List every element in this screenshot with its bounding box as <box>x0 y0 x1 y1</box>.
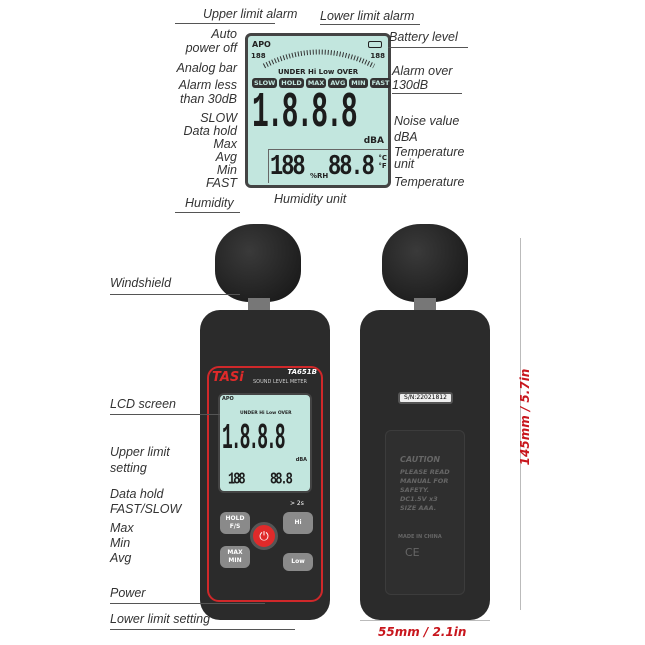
mic-neck-back <box>414 298 436 312</box>
leader-line <box>110 629 295 630</box>
mode-avg: AVG <box>328 78 348 88</box>
main-digits: 1.8.8.8 <box>252 86 358 143</box>
label-data-hold: Data hold <box>183 124 237 138</box>
brand-logo: TASi <box>212 370 244 385</box>
width-dimension: 55mm / 2.1in <box>378 625 467 639</box>
alarm-row: UNDER Hi Low OVER <box>278 68 359 76</box>
made-in: MADE IN CHINA <box>398 534 442 540</box>
power-button[interactable]: ⏻ <box>250 522 278 550</box>
power-icon: ⏻ <box>259 529 269 543</box>
label-alarm-less: Alarm less than 30dB <box>178 78 237 106</box>
scale-left: 188 <box>251 52 266 60</box>
mode-hold: HOLD <box>279 78 304 88</box>
mode-slow: SLOW <box>252 78 278 88</box>
apo-indicator: APO <box>252 40 271 49</box>
leader-line <box>175 212 240 213</box>
mode-min: MIN <box>349 78 368 88</box>
label-battery-level: Battery level <box>389 30 458 44</box>
main-unit: dBA <box>363 136 384 146</box>
front-alarm-row: UNDER Hi Low OVER <box>240 411 292 416</box>
leader-line <box>110 603 265 604</box>
temp-unit: °C °F <box>378 154 387 170</box>
leader-line <box>110 414 220 415</box>
front-lcd: APO UNDER Hi Low OVER 1.8.8.8 dBA 188 88… <box>218 393 312 493</box>
label-lower-limit-setting: Lower limit setting <box>110 612 211 626</box>
label-upper-limit-alarm: Upper limit alarm <box>203 7 298 21</box>
label-humidity: Humidity <box>185 196 234 210</box>
leader-line <box>110 294 240 295</box>
label-auto-power-off: Auto power off <box>185 27 237 55</box>
windshield-back <box>382 224 468 302</box>
humidity-digits: 188 <box>270 150 306 183</box>
model-subtitle: SOUND LEVEL METER <box>253 379 308 385</box>
label-dba: dBA <box>394 130 418 144</box>
hi-button[interactable]: Hi <box>283 512 313 534</box>
label-modes: SLOW Data hold Max Avg Min FAST <box>183 112 237 190</box>
front-humidity: 188 <box>228 469 246 490</box>
label-windshield: Windshield <box>110 276 172 290</box>
temp-digits: 88.8 <box>328 150 375 183</box>
lcd-diagram: APO 188 188 UNDER Hi Low OVER SLOW HOLD … <box>245 33 392 188</box>
label-data-hold: Data hold FAST/SLOW <box>110 487 182 516</box>
mic-neck <box>248 298 270 312</box>
leader-line <box>392 93 462 94</box>
scale-right: 188 <box>370 52 385 60</box>
caution-text: CAUTION <box>400 455 441 464</box>
label-lower-limit-alarm: Lower limit alarm <box>320 9 415 23</box>
humidity-unit: %RH <box>310 172 329 180</box>
label-max-min-avg: Max Min Avg <box>110 521 134 565</box>
serial-label: S/N:22021812 <box>398 392 453 404</box>
warning-text: PLEASE READ MANUAL FOR SAFETY. DC1.5V x3… <box>400 468 450 512</box>
label-fast: FAST <box>205 176 237 190</box>
label-max: Max <box>213 137 237 151</box>
height-dimension-line <box>520 238 521 610</box>
leader-line <box>388 47 468 48</box>
battery-icon <box>368 41 382 48</box>
front-temp: 88.8 <box>270 469 293 490</box>
label-avg: Avg <box>215 150 237 164</box>
label-upper-limit-setting: Upper limit setting <box>110 445 170 475</box>
sub-frame <box>268 149 388 183</box>
analog-bar <box>262 49 376 69</box>
windshield <box>215 224 301 302</box>
hold-button[interactable]: HOLD F/S <box>220 512 250 534</box>
label-humidity-unit: Humidity unit <box>274 192 347 206</box>
mode-max: MAX <box>305 78 327 88</box>
label-power: Power <box>110 586 146 600</box>
model-name: TA651B <box>287 368 317 376</box>
label-temperature: Temperature <box>394 175 465 189</box>
label-min: Min <box>216 163 237 177</box>
label-analog-bar: Analog bar <box>176 61 237 75</box>
mode-fast: FAST <box>369 78 392 88</box>
label-slow: SLOW <box>200 111 237 125</box>
mode-row: SLOW HOLD MAX AVG MIN FAST <box>252 78 392 88</box>
leader-line <box>320 24 420 25</box>
label-noise-value: Noise value <box>394 114 460 128</box>
front-main-unit: dBA <box>295 457 307 463</box>
label-lcd-screen: LCD screen <box>110 397 176 411</box>
front-main-digits: 1.8.8.8 <box>222 420 286 460</box>
front-hint: > 2s <box>290 500 304 507</box>
low-button[interactable]: Low <box>283 553 313 571</box>
front-red-frame <box>207 366 323 602</box>
height-dimension: 145mm / 5.7in <box>518 368 532 466</box>
ce-mark: CE <box>405 546 420 559</box>
label-temperature-unit: Temperature unit <box>394 145 465 171</box>
max-min-button[interactable]: MAX MIN <box>220 546 250 568</box>
leader-line <box>175 23 275 24</box>
front-apo: APO <box>222 396 234 402</box>
label-alarm-over: Alarm over 130dB <box>392 64 453 92</box>
width-dimension-line <box>360 620 490 621</box>
battery-cover <box>385 430 465 595</box>
